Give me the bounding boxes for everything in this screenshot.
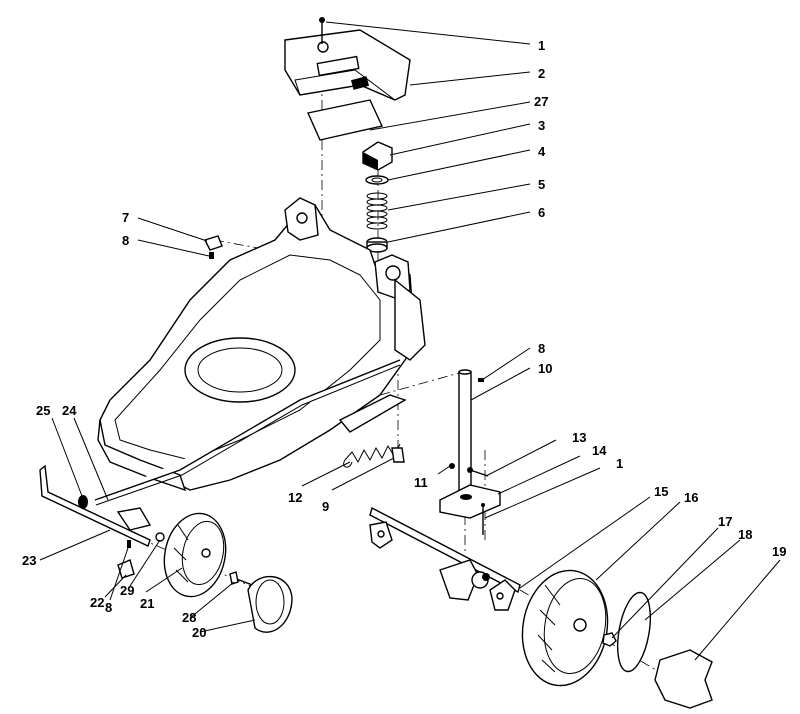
callout-8-upper: 8 bbox=[122, 233, 129, 248]
bracket-part-7 bbox=[204, 235, 223, 251]
callout-6: 6 bbox=[538, 205, 545, 220]
callout-5: 5 bbox=[538, 177, 545, 192]
callout-14: 14 bbox=[592, 443, 607, 458]
spring-part-12 bbox=[343, 443, 401, 468]
callout-13: 13 bbox=[572, 430, 586, 445]
callout-12: 12 bbox=[288, 490, 302, 505]
handle-cover-part-2 bbox=[284, 29, 411, 101]
bracket-part-14 bbox=[439, 484, 501, 519]
callout-7: 7 bbox=[122, 210, 129, 225]
callout-15: 15 bbox=[654, 484, 668, 499]
callout-8-front: 8 bbox=[105, 600, 112, 615]
front-wheel-part-21 bbox=[163, 512, 227, 598]
callout-1-lower: 1 bbox=[616, 456, 623, 471]
callout-10: 10 bbox=[538, 361, 552, 376]
callout-24: 24 bbox=[62, 403, 77, 418]
washer-part-29 bbox=[155, 532, 165, 542]
callout-9: 9 bbox=[322, 499, 329, 514]
bracket-part-22 bbox=[116, 507, 152, 579]
bolt-part-28 bbox=[229, 571, 256, 587]
callout-2: 2 bbox=[538, 66, 545, 81]
callout-11: 11 bbox=[414, 475, 428, 490]
leader-lines bbox=[39, 21, 781, 661]
callout-1-top: 1 bbox=[538, 38, 545, 53]
screw-part-1-lower bbox=[481, 503, 485, 535]
callout-4: 4 bbox=[538, 144, 546, 159]
callout-25: 25 bbox=[36, 403, 50, 418]
screw-part-8-tube bbox=[478, 378, 484, 382]
callout-27: 27 bbox=[534, 94, 548, 109]
callout-8-tube: 8 bbox=[538, 341, 545, 356]
knob-part-3 bbox=[362, 141, 393, 171]
callout-21: 21 bbox=[140, 596, 154, 611]
callout-22: 22 bbox=[90, 595, 104, 610]
front-axle-part-23 bbox=[39, 464, 151, 547]
rear-wheel-part-16 bbox=[521, 569, 609, 687]
callout-17: 17 bbox=[718, 514, 732, 529]
callout-labels: 1 2 27 3 4 5 6 7 8 8 10 13 14 1 15 16 17… bbox=[22, 38, 786, 640]
callout-19: 19 bbox=[772, 544, 786, 559]
spring-part-5 bbox=[366, 192, 388, 230]
nut-part-17 bbox=[602, 632, 617, 647]
screw-part-8-front bbox=[127, 540, 131, 548]
height-tube-part-10 bbox=[458, 369, 472, 503]
bushing-part-6 bbox=[366, 237, 388, 253]
mower-deck-housing bbox=[97, 197, 426, 492]
washer-part-4 bbox=[365, 175, 389, 185]
callout-23: 23 bbox=[22, 553, 36, 568]
lever-part-15 bbox=[489, 579, 516, 611]
hubcap-part-20 bbox=[247, 575, 293, 633]
callout-20: 20 bbox=[192, 625, 206, 640]
callout-16: 16 bbox=[684, 490, 698, 505]
callout-3: 3 bbox=[538, 118, 545, 133]
callout-29: 29 bbox=[120, 583, 134, 598]
plate-part-27 bbox=[307, 99, 383, 141]
grommet-part-25 bbox=[78, 495, 88, 509]
callout-18: 18 bbox=[738, 527, 752, 542]
screw-part-1-top bbox=[319, 17, 325, 44]
screw-part-8-upper bbox=[209, 252, 214, 259]
bolt-part-9 bbox=[391, 447, 405, 463]
rag-part-19 bbox=[654, 649, 713, 709]
nut-part-11 bbox=[449, 463, 455, 469]
pin-part-13 bbox=[467, 467, 489, 477]
hubcap-part-18 bbox=[616, 591, 652, 673]
callout-28: 28 bbox=[182, 610, 196, 625]
rear-axle-assembly bbox=[369, 506, 521, 601]
cable-part-24 bbox=[94, 359, 401, 506]
